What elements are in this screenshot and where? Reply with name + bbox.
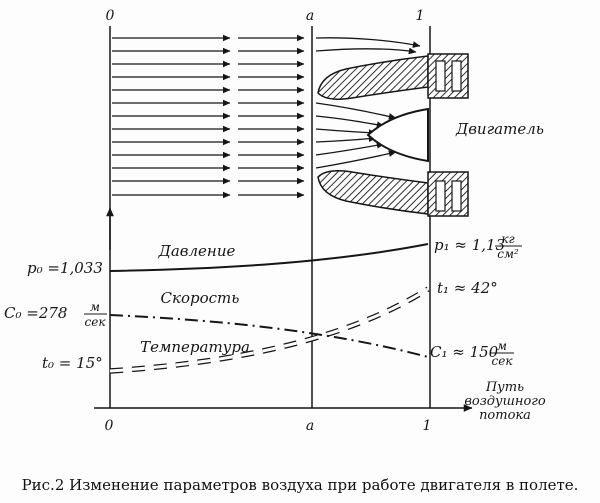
speed-start-unit-fraction: м сек	[84, 300, 107, 329]
pressure-end-unit-fraction: кг см²	[495, 232, 522, 261]
x-axis-label-line1: Путь	[485, 380, 524, 395]
figure-caption: Рис.2 Изменение параметров воздуха при р…	[21, 476, 579, 494]
pressure-label: Давление	[158, 242, 236, 260]
station-label-top-1: 1	[416, 8, 425, 24]
x-axis-label-line2: воздушного	[464, 394, 546, 409]
turbine-slot	[451, 60, 462, 92]
x-axis-label: Путь воздушного потока	[464, 380, 546, 423]
speed-curve	[109, 314, 429, 358]
fraction-numerator: м	[90, 300, 100, 314]
engine-turbine-top	[427, 53, 469, 99]
pressure-start-value: p₀ =1,033	[27, 259, 103, 277]
engine-lower-nacelle	[317, 170, 429, 215]
speed-label: Скорость	[161, 289, 240, 307]
temperature-end-value: t₁ ≈ 42°	[437, 279, 498, 297]
fraction-denominator: сек	[492, 354, 514, 368]
speed-end-value: C₁ ≈ 150	[430, 343, 499, 361]
engine-upper-nacelle	[317, 55, 429, 100]
engine-cross-section	[317, 53, 469, 217]
station-label-top-a: a	[306, 8, 314, 24]
x-axis-label-line3: потока	[479, 408, 531, 423]
fraction-denominator: см²	[497, 247, 519, 261]
temperature-label: Температура	[140, 338, 250, 356]
speed-start-value: C₀ =278	[4, 304, 67, 322]
fraction-numerator: кг	[501, 232, 514, 246]
temperature-curve	[109, 286, 430, 374]
station-label-bottom-0: 0	[105, 418, 114, 434]
pressure-end-value: p₁ ≈ 1,13	[434, 236, 505, 254]
pressure-curve	[109, 243, 429, 272]
station-label-top-0: 0	[106, 8, 115, 24]
turbine-slot	[451, 180, 462, 212]
temperature-curve-inner	[109, 287, 429, 373]
station-label-bottom-a: a	[306, 418, 314, 434]
fraction-numerator: м	[497, 339, 507, 353]
airflow-arrows	[112, 38, 304, 195]
speed-end-unit-fraction: м сек	[490, 339, 514, 368]
turbine-slot	[435, 60, 446, 92]
engine-label: Двигатель	[455, 120, 544, 138]
temperature-start-value: t₀ = 15°	[42, 354, 103, 372]
fraction-denominator: сек	[85, 315, 107, 329]
engine-turbine-bottom	[427, 171, 469, 217]
turbine-slot	[435, 180, 446, 212]
station-label-bottom-1: 1	[423, 418, 432, 434]
engine-spinner-cone	[366, 107, 429, 163]
figure-diagram: 0 a 1 Двигатель	[4, 8, 546, 434]
